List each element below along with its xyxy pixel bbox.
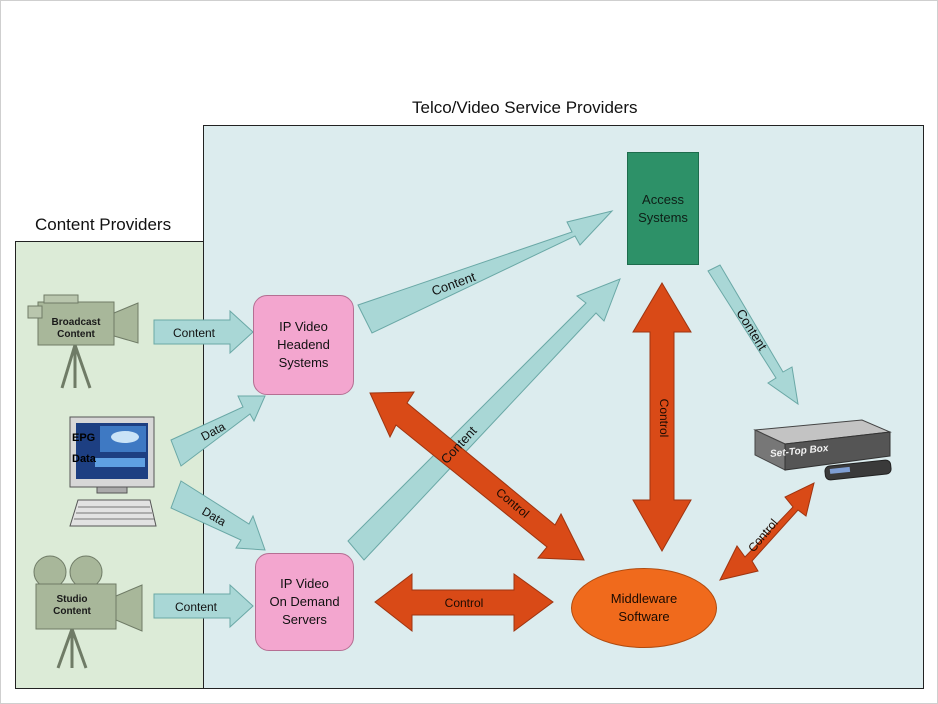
content-providers-title: Content Providers — [35, 215, 172, 234]
label-vod-access-content: Content — [438, 423, 480, 467]
label-access-stb-content: Content — [733, 306, 770, 353]
arrow-epg-to-vod — [170, 480, 266, 551]
middleware-software-node: Middleware Software — [571, 568, 717, 648]
arrow-vod-to-access — [347, 278, 621, 561]
label-access-middleware-control: Control — [657, 399, 671, 438]
arrow-vod-middleware-control — [374, 572, 554, 633]
telco-region-title: Telco/Video Service Providers — [412, 98, 638, 117]
arrow-access-to-stb — [707, 264, 799, 406]
ip-video-headend-node: IP Video Headend Systems — [253, 295, 354, 395]
label-headend-middleware-control: Control — [493, 485, 532, 521]
label-middleware-stb-control: Control — [745, 516, 781, 555]
computer-icon — [69, 416, 157, 527]
set-top-box-icon — [753, 419, 892, 481]
broadcast-content-label: Broadcast Content — [51, 317, 101, 340]
arrow-access-middleware-control — [632, 282, 692, 553]
label-broadcast-content: Content — [173, 326, 216, 340]
arrow-headend-middleware-control — [369, 391, 585, 561]
label-headend-access-content: Content — [429, 269, 477, 299]
label-epg-data-headend: Data — [199, 419, 228, 443]
epg-label: EPG — [72, 432, 96, 444]
arrow-broadcast-to-headend — [153, 309, 254, 355]
arrow-middleware-stb-control — [719, 482, 815, 581]
studio-camera-icon — [33, 555, 143, 669]
studio-content-label: Studio Content — [53, 594, 91, 617]
access-systems-node: Access Systems — [627, 152, 699, 265]
arrow-headend-to-access — [357, 210, 614, 334]
label-epg-data-vod: Data — [200, 504, 229, 529]
arrow-epg-to-headend — [170, 395, 266, 467]
label-vod-middleware-control: Control — [445, 596, 484, 610]
ip-video-vod-node: IP Video On Demand Servers — [255, 553, 354, 651]
label-studio-content: Content — [175, 600, 218, 614]
broadcast-camera-icon — [27, 294, 139, 389]
epg-data-label: Data — [72, 453, 96, 465]
arrow-studio-to-vod — [153, 583, 254, 629]
